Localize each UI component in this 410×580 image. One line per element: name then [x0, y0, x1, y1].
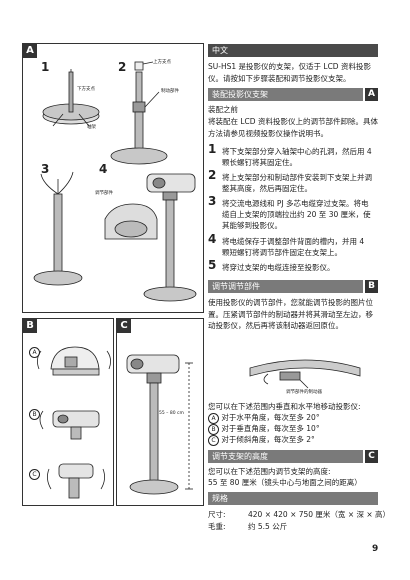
section-a-subheading: 装配之前 [208, 105, 238, 114]
step-2: 2 将上支架部分和制动部件安装到下支架上并调整其高度，然后再固定住。 [208, 168, 372, 193]
spec-heading: 规格 [208, 492, 378, 505]
angle-a: A 对于水平角度，每次至多 20° [208, 412, 378, 424]
panel-letter-a: A [23, 44, 37, 58]
angle-b: B 对于垂直角度，每次至多 10° [208, 423, 378, 435]
mark-a: A [29, 339, 40, 358]
assembly-illustration [33, 61, 197, 302]
spec-size-value: 420 × 420 × 750 厘米（宽 × 深 × 高） [248, 510, 391, 519]
section-c-letter: C [365, 450, 378, 463]
step-4: 4 将电缆保存于调整部件背面的槽内，并用 4 颗短螺钉将调节部件固定在支架上。 [208, 232, 365, 257]
spec-size-label: 尺寸: [208, 510, 226, 519]
figure-panel-b: B A B C [22, 318, 114, 506]
label-upper-pivot: 上方支点 [153, 60, 171, 65]
label-axle: 轴架 [87, 125, 96, 130]
height-range-label: 55 – 80 cm [159, 411, 184, 416]
section-b-letter: B [365, 280, 378, 293]
section-b-heading: 调节调节部件 [208, 280, 363, 293]
panel-letter-b: B [23, 319, 37, 333]
intro-text: SU-HS1 是投影仪的支架，仅适于 LCD 资料投影仪。请按如下步骤装配和调节… [208, 62, 371, 83]
step-3: 3 将交流电源线和 PJ 多芯电缆穿过支架。将电缆自上支架的顶端拉出约 20 至… [208, 194, 371, 230]
page-title: 中文 [208, 44, 378, 57]
angles-intro: 您可以在下述范围内垂直和水平地移动投影仪: [208, 402, 361, 411]
section-a-letter: A [365, 88, 378, 101]
figure-step-2: 2 [118, 60, 127, 74]
label-lower-pivot: 下方支点 [77, 87, 95, 92]
spec-weight-label: 毛重: [208, 522, 226, 531]
step-1: 1 将下支架部分穿入轴架中心的孔洞，然后用 4 颗长螺钉将其固定住。 [208, 142, 372, 167]
section-c-text1: 您可以在下述范围内调节支架的高度: [208, 467, 331, 476]
height-illustration [126, 354, 193, 495]
label-adjust-part: 调节部件 [95, 191, 113, 196]
section-b-text: 使用投影仪的调节部件，您就能调节投影的图片位置。压紧调节部件的制动器并将其滑动至… [208, 298, 373, 330]
panel-letter-c: C [117, 319, 131, 333]
adjust-illustration [37, 346, 111, 499]
spec-weight-value: 约 5.5 公斤 [248, 522, 288, 531]
step-5: 5 将穿过支架的电缆连接至投影仪。 [208, 258, 335, 272]
figure-step-4: 4 [99, 162, 108, 176]
label-brake-part: 制动部件 [161, 89, 179, 94]
section-a-heading: 装配投影仪支架 [208, 88, 363, 101]
figure-step-1: 1 [41, 60, 50, 74]
mark-b: B [29, 401, 40, 420]
angle-c: C 对于倾斜角度，每次至多 2° [208, 434, 378, 446]
mark-c: C [29, 461, 40, 480]
section-c-heading: 调节支架的高度 [208, 450, 363, 463]
section-c-text2: 55 至 80 厘米（镜头中心与地面之间的距离） [208, 478, 362, 487]
page-number: 9 [372, 544, 379, 554]
figure-panel-c: C 55 – 80 cm [116, 318, 204, 506]
brake-illustration [249, 359, 361, 389]
section-a-subtext: 将装配在 LCD 资料投影仪上的调节部件卸除。具体方法请参见视频投影仪操作说明书… [208, 117, 378, 138]
brake-caption: 调节部件的制动器 [286, 390, 322, 395]
figure-step-3: 3 [41, 162, 50, 176]
figure-panel-a: A 1 2 3 4 下方支点 轴架 上方支点 制动部件 调节部件 [22, 43, 204, 313]
